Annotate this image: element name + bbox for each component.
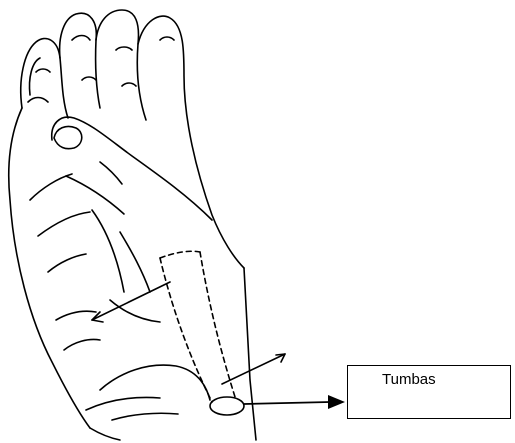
wrist-oval-marker (210, 397, 244, 415)
dashed-line-top (160, 251, 200, 258)
palm-crease-3 (48, 254, 86, 272)
label-text: Tumbas (382, 371, 436, 388)
index-finger-tip (29, 58, 40, 95)
thumb-nail (54, 126, 82, 148)
dashed-line-right (200, 252, 236, 400)
label-leader-arrow (244, 395, 345, 409)
palm-crease-5 (120, 232, 150, 292)
palm-crease-4 (92, 210, 124, 292)
little-finger-outline (138, 16, 244, 268)
palm-crease-1 (30, 174, 72, 200)
wrist-outline (90, 428, 120, 440)
thumb-outline (52, 117, 212, 220)
palm-crease-6 (110, 300, 160, 322)
ring-finger-outline (96, 10, 146, 120)
index-finger-crease (36, 69, 50, 72)
index-finger-outline (21, 39, 68, 118)
palm-crease-2 (38, 212, 90, 236)
palm-left-edge (9, 108, 90, 428)
arrow-upright (222, 354, 285, 384)
label-box: Tumbas (347, 365, 511, 419)
middle-finger-outline (60, 13, 100, 108)
thenar-bulge (100, 365, 210, 400)
